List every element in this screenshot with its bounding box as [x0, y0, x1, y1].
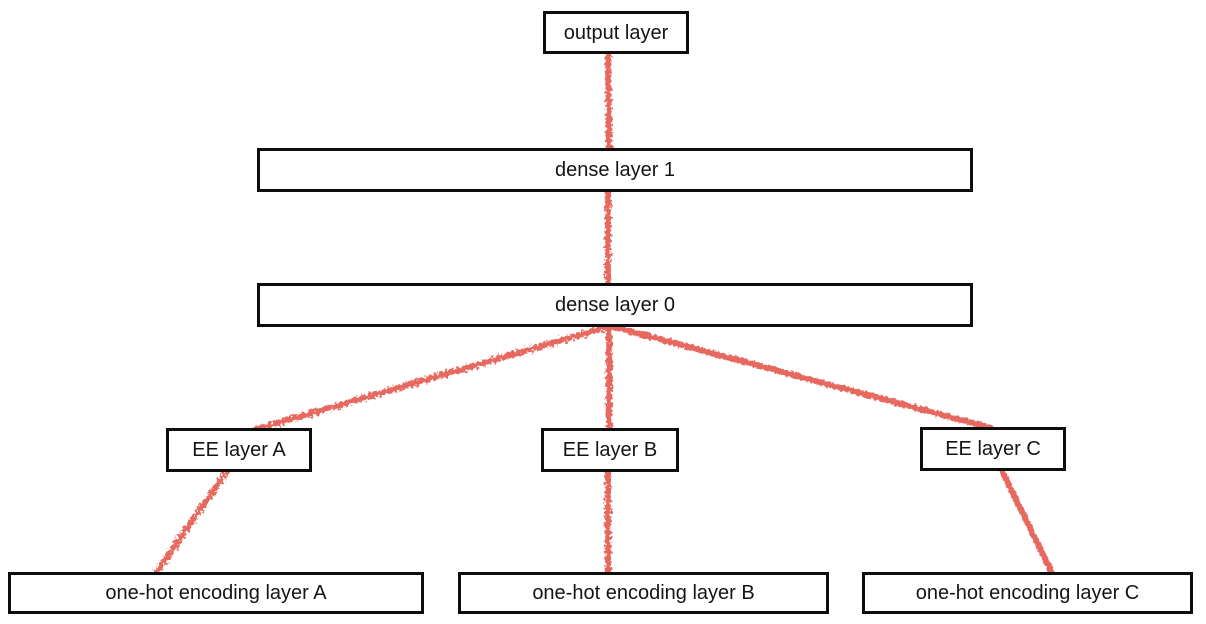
node-one-hot-encoding-layer-b: one-hot encoding layer B: [458, 572, 829, 614]
node-output-layer: output layer: [543, 11, 689, 54]
edge-eeA-dense0: [251, 323, 613, 433]
node-label: dense layer 1: [554, 159, 676, 181]
node-label: EE layer C: [945, 438, 1041, 460]
node-one-hot-encoding-layer-c: one-hot encoding layer C: [862, 572, 1193, 614]
node-label: one-hot encoding layer C: [915, 582, 1140, 604]
node-ee-layer-b: EE layer B: [541, 428, 679, 472]
node-ee-layer-a: EE layer A: [166, 428, 312, 472]
edge-eeC-dense0: [608, 323, 994, 431]
edge-dense1-output: [605, 52, 612, 151]
node-dense-layer-0: dense layer 0: [257, 283, 973, 327]
node-label: one-hot encoding layer B: [532, 582, 755, 604]
node-one-hot-encoding-layer-a: one-hot encoding layer A: [8, 572, 424, 614]
node-ee-layer-c: EE layer C: [920, 427, 1066, 471]
node-label: dense layer 0: [554, 294, 676, 316]
node-label: EE layer A: [192, 439, 286, 461]
edge-onehotC-eeC: [999, 468, 1055, 576]
node-dense-layer-1: dense layer 1: [257, 148, 973, 192]
node-label: one-hot encoding layer A: [105, 582, 327, 604]
edge-onehotA-eeA: [153, 468, 230, 576]
node-label: output layer: [563, 21, 669, 44]
edges-group: [153, 52, 1055, 576]
node-label: EE layer B: [562, 439, 658, 461]
